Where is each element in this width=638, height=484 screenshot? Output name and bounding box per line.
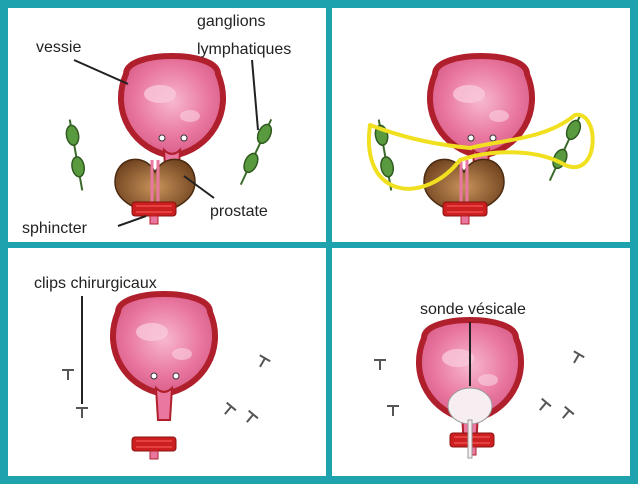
panel-anatomy: vessie ganglions lymphatiques prostate s… [22, 13, 291, 237]
surgical-clip [242, 411, 258, 426]
surgical-clip [220, 403, 236, 418]
leader-sphincter [118, 216, 146, 226]
sphincter [443, 202, 487, 224]
horizontal-divider [0, 242, 638, 248]
panel-catheter: sonde vésicale [374, 301, 584, 458]
surgical-clip [62, 370, 74, 380]
sphincter [132, 202, 176, 224]
sphincter [132, 437, 176, 459]
label-sonde: sonde vésicale [420, 301, 526, 318]
lymph-node-chain-left [64, 119, 88, 192]
panel-after-removal: clips chirurgicaux [34, 275, 270, 459]
surgical-clip [76, 408, 88, 418]
lymph-node-chain-right [235, 117, 276, 187]
bladder [113, 294, 215, 420]
label-clips: clips chirurgicaux [34, 275, 157, 292]
surgical-clip [255, 355, 270, 370]
surgical-clip [387, 406, 399, 416]
label-ganglions-1: ganglions [197, 13, 266, 30]
panel-resection [369, 56, 593, 224]
label-vessie: vessie [36, 39, 81, 56]
surgical-clip [558, 407, 574, 422]
leader-ganglions [252, 60, 258, 130]
label-prostate: prostate [210, 203, 268, 220]
catheter-tube [468, 420, 472, 458]
surgical-clip [569, 351, 584, 366]
surgical-clip [535, 399, 551, 414]
catheter-balloon [448, 388, 492, 424]
surgical-clip [374, 360, 386, 370]
label-ganglions-2: lymphatiques [197, 41, 291, 58]
label-sphincter: sphincter [22, 220, 88, 237]
leader-vessie [74, 60, 128, 84]
